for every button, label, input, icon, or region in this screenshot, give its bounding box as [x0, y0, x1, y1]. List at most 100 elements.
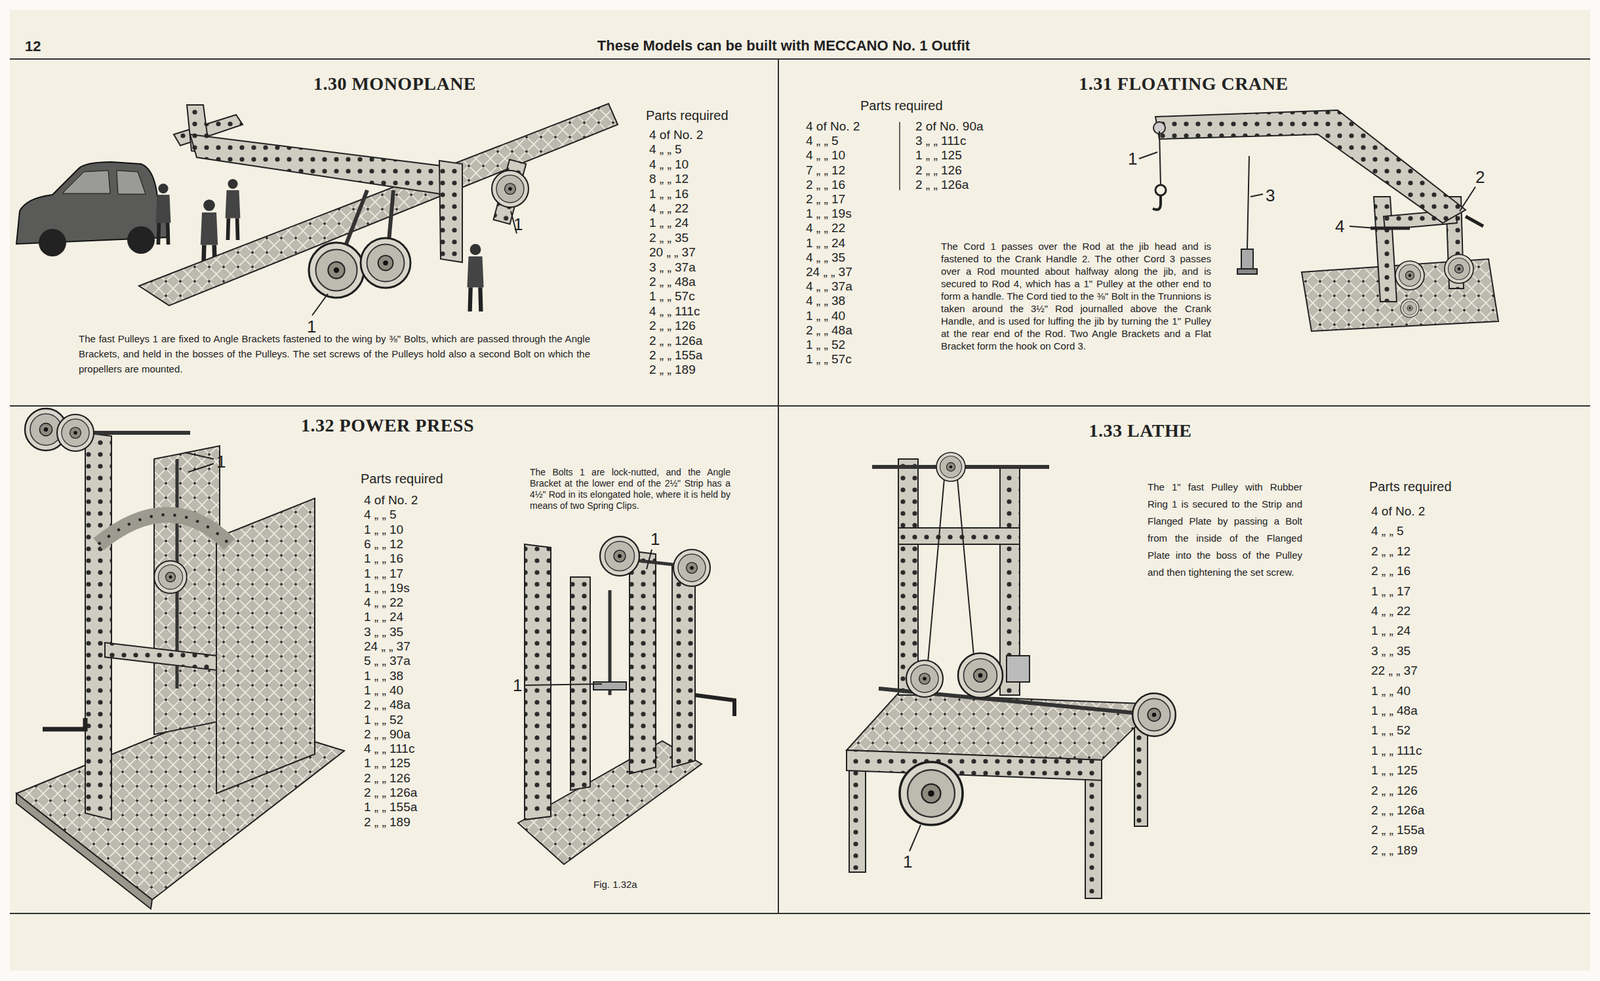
lathe-drawing	[846, 452, 1176, 899]
parts-row: 1 „ „ 48a	[1371, 703, 1418, 719]
parts-row: 1 „ „ 10	[363, 522, 404, 538]
parts-row: 4 „ „ 10	[649, 157, 689, 172]
model-title: 1.32 POWER PRESS	[300, 415, 475, 437]
parts-row: 2 „ „ 155a	[649, 348, 703, 363]
parts-row: 2 „ „ 126	[649, 318, 696, 334]
model-title: 1.30 MONOPLANE	[313, 73, 477, 95]
parts-row: 1 „ „ 57c	[649, 289, 696, 304]
parts-row: 4 „ „ 35	[805, 250, 846, 265]
parts-row: 1 „ „ 24	[805, 236, 846, 251]
power-press-figure	[518, 536, 735, 865]
callout-number: 3	[1265, 186, 1275, 206]
parts-row: 2 „ „ 90a	[363, 727, 411, 742]
callout-number: 1	[512, 676, 522, 696]
parts-row: 24 „ „ 37	[363, 639, 411, 654]
parts-row: 1 „ „ 125	[1371, 763, 1418, 778]
parts-row: 4 „ „ 5	[805, 133, 839, 149]
parts-row: 1 „ „ 155a	[363, 800, 418, 815]
parts-heading: Parts required	[360, 471, 444, 487]
page-number: 12	[24, 38, 41, 55]
parts-row: 2 of No. 90a	[915, 119, 984, 134]
parts-row: 3 „ „ 35	[1371, 643, 1411, 659]
parts-row: 4 „ „ 5	[1371, 523, 1404, 539]
parts-row: 2 „ „ 189	[363, 815, 411, 830]
parts-row: 1 „ „ 17	[363, 566, 404, 581]
parts-row: 1 „ „ 40	[1371, 683, 1411, 699]
parts-row: 7 „ „ 12	[805, 163, 846, 178]
parts-row: 1 „ „ 40	[363, 683, 404, 698]
note-text: The Cord 1 passes over the Rod at the ji…	[940, 240, 1212, 353]
parts-row: 1 „ „ 57c	[805, 352, 852, 367]
parts-row: 2 „ „ 126	[915, 163, 962, 178]
page-title: These Models can be built with MECCANO N…	[455, 37, 1112, 54]
parts-heading: Parts required	[1369, 479, 1452, 495]
parts-row: 1 „ „ 111c	[1371, 743, 1422, 759]
parts-row: 2 „ „ 17	[805, 192, 846, 207]
parts-row: 4 „ „ 38	[805, 293, 846, 309]
parts-row: 2 „ „ 35	[649, 230, 689, 246]
parts-heading: Parts required	[860, 98, 943, 114]
model-title: 1.33 LATHE	[1089, 420, 1193, 442]
parts-row: 1 „ „ 125	[915, 148, 962, 163]
rules	[9, 59, 1591, 914]
parts-row: 2 „ „ 126a	[915, 177, 969, 193]
parts-row: 1 „ „ 125	[363, 756, 411, 771]
parts-row: 4 „ „ 10	[805, 148, 846, 163]
parts-row: 4 „ „ 5	[363, 507, 397, 522]
parts-row: 5 „ „ 37a	[363, 653, 411, 669]
parts-row: 4 „ „ 111c	[649, 304, 700, 319]
parts-row: 2 „ „ 155a	[1371, 822, 1425, 838]
parts-row: 4 „ „ 5	[649, 142, 682, 157]
parts-row: 1 „ „ 52	[805, 337, 846, 353]
note-text: The 1" fast Pulley with Rubber Ring 1 is…	[1147, 478, 1303, 581]
parts-row: 24 „ „ 37	[805, 264, 853, 280]
parts-row: 4 „ „ 37a	[805, 279, 853, 294]
parts-row: 1 „ „ 52	[1371, 723, 1411, 738]
callout-number: 2	[1475, 167, 1485, 188]
parts-row: 1 „ „ 16	[649, 186, 689, 202]
parts-row: 1 „ „ 24	[1371, 623, 1411, 639]
parts-row: 1 „ „ 19s	[363, 580, 410, 596]
parts-row: 1 „ „ 38	[363, 668, 404, 684]
figure-caption: Fig. 1.32a	[593, 878, 638, 890]
parts-row: 1 „ „ 40	[805, 308, 846, 324]
callout-number: 1	[902, 852, 913, 873]
parts-row: 2 „ „ 48a	[805, 323, 853, 338]
power-press-drawing	[16, 408, 345, 909]
monoplane-drawing	[16, 103, 618, 316]
parts-heading: Parts required	[645, 108, 729, 124]
parts-row: 8 „ „ 12	[649, 171, 689, 187]
parts-row: 4 „ „ 22	[805, 220, 846, 236]
parts-row: 2 „ „ 48a	[363, 697, 411, 713]
parts-row: 4 of No. 2	[1371, 504, 1425, 519]
parts-row: 1 „ „ 17	[1371, 584, 1411, 599]
callout-number: 1	[306, 317, 317, 338]
parts-row: 1 „ „ 19s	[805, 206, 852, 221]
parts-row: 2 „ „ 126a	[363, 785, 418, 800]
callout-number: 4	[1335, 217, 1345, 237]
parts-row: 1 „ „ 16	[363, 551, 404, 566]
parts-row: 4 of No. 2	[649, 127, 703, 143]
parts-row: 2 „ „ 126	[1371, 783, 1418, 799]
callout-number: 1	[650, 529, 660, 550]
parts-row: 1 „ „ 24	[649, 215, 689, 231]
callout-number: 1	[1127, 149, 1138, 170]
parts-row: 2 „ „ 48a	[649, 274, 696, 290]
callout-number: 1	[216, 452, 226, 473]
paper	[9, 9, 1591, 971]
parts-row: 4 of No. 2	[363, 493, 418, 508]
callout-number: 1	[513, 215, 523, 235]
model-title: 1.31 FLOATING CRANE	[1078, 73, 1288, 95]
parts-row: 2 „ „ 126	[363, 771, 411, 786]
parts-row: 2 „ „ 16	[1371, 563, 1411, 579]
parts-row: 4 of No. 2	[805, 119, 860, 134]
parts-row: 3 „ „ 37a	[649, 260, 696, 275]
parts-row: 4 „ „ 111c	[363, 741, 415, 757]
parts-row: 2 „ „ 16	[805, 177, 846, 193]
parts-row: 4 „ „ 22	[649, 201, 689, 216]
parts-row: 2 „ „ 12	[1371, 544, 1411, 559]
note-text: The fast Pulleys 1 are fixed to Angle Br…	[78, 331, 591, 377]
parts-row: 20 „ „ 37	[649, 245, 696, 260]
